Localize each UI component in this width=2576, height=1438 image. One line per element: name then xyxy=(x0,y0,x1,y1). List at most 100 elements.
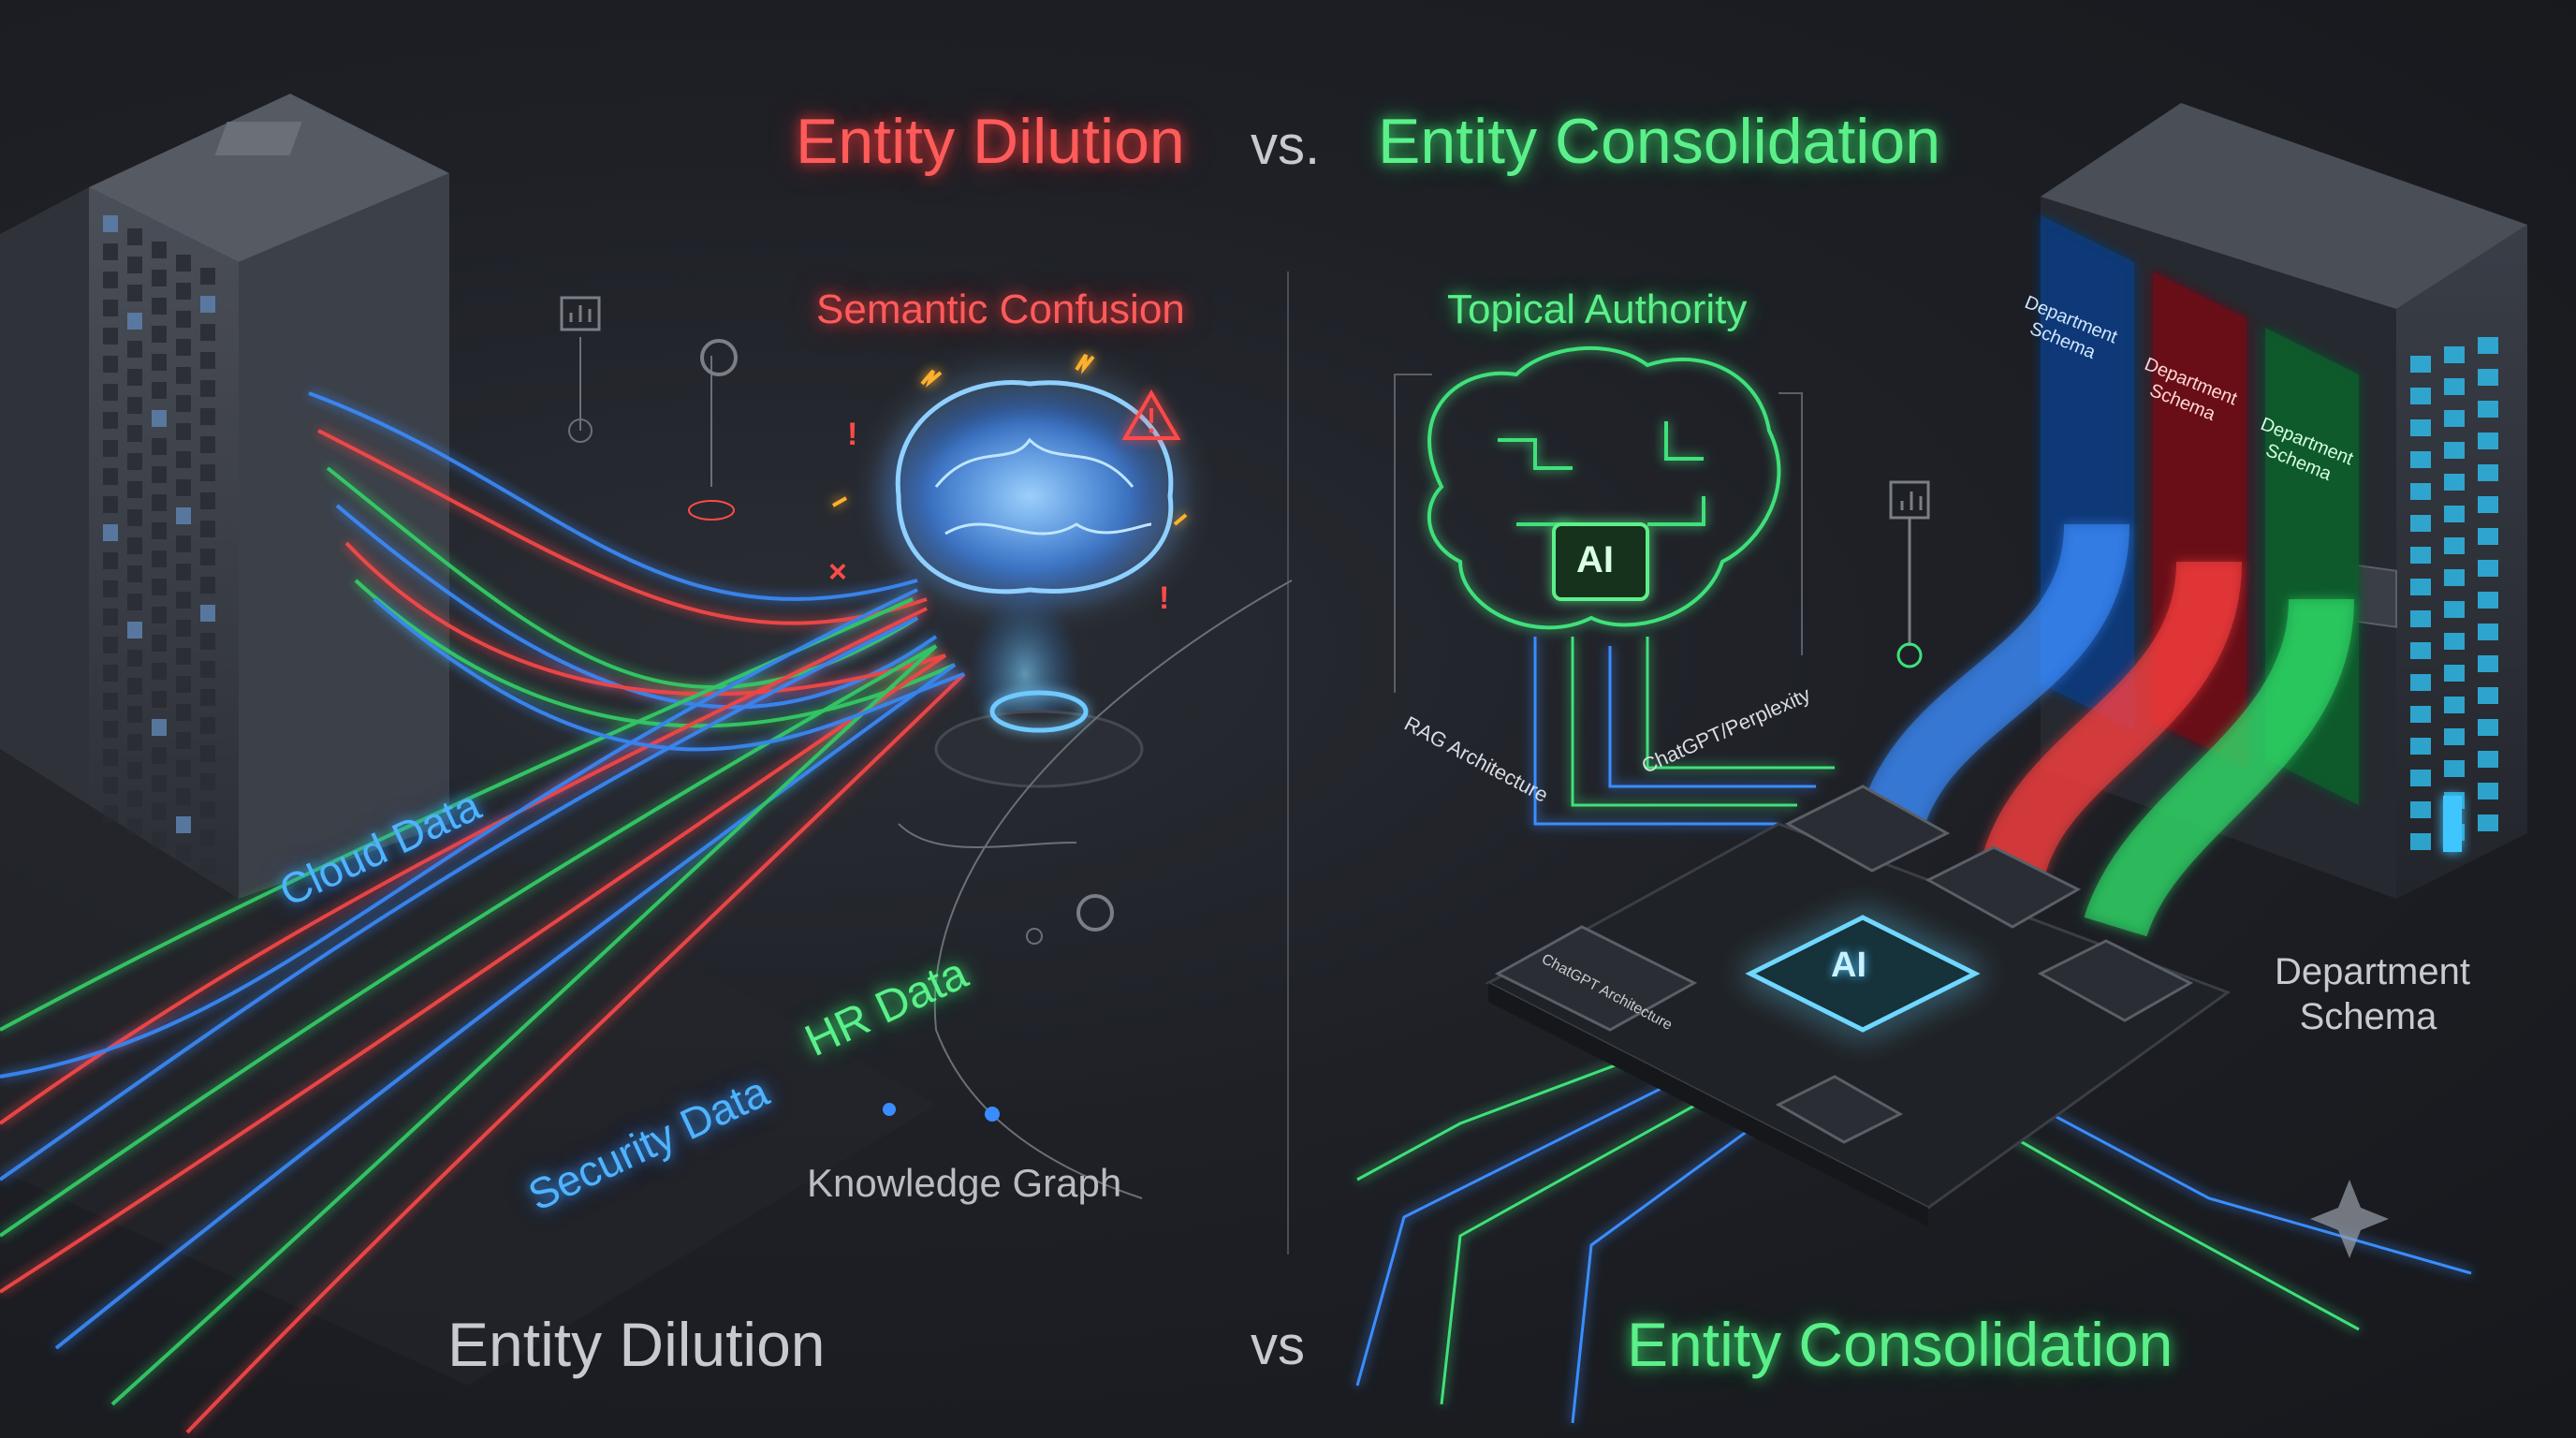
server-window xyxy=(2410,801,2431,818)
server-window xyxy=(2478,655,2498,672)
footer-right-title: Entity Consolidation xyxy=(1627,1310,2174,1379)
building-window xyxy=(103,665,118,682)
server-window xyxy=(2444,760,2465,777)
building-window xyxy=(103,524,118,541)
building-window xyxy=(176,536,191,552)
building-window xyxy=(127,594,142,610)
building-window xyxy=(176,451,191,468)
building-window xyxy=(152,382,167,399)
building-window xyxy=(127,734,142,751)
svg-text:!: ! xyxy=(847,417,857,452)
building-window xyxy=(176,732,191,749)
right-title: Entity Consolidation xyxy=(1378,106,1941,177)
building-window xyxy=(103,693,118,710)
building-window xyxy=(200,464,215,481)
building-window xyxy=(152,270,167,286)
building-window xyxy=(200,577,215,594)
glowing-brain xyxy=(866,374,1193,618)
building-window xyxy=(127,509,142,526)
left-node-network xyxy=(568,337,1293,1199)
building-window xyxy=(103,552,118,569)
server-window xyxy=(2444,506,2465,522)
server-window xyxy=(2478,369,2498,386)
building-window xyxy=(103,777,118,794)
building-window xyxy=(176,704,191,721)
server-window xyxy=(2444,665,2465,682)
building-window xyxy=(103,749,118,766)
building-window xyxy=(152,663,167,680)
building-window xyxy=(127,762,142,779)
building-window xyxy=(103,721,118,738)
server-window xyxy=(2410,419,2431,436)
building-window xyxy=(152,298,167,315)
department-schema-label: Department Schema xyxy=(2275,951,2470,1037)
building-window xyxy=(127,313,142,330)
building-window xyxy=(200,268,215,285)
server-window xyxy=(2444,378,2465,395)
building-window xyxy=(176,592,191,609)
server-window xyxy=(2444,442,2465,459)
building-window xyxy=(152,466,167,483)
confusion-marks: ! ! × xyxy=(828,417,1169,616)
consolidated-cables xyxy=(1859,522,2354,938)
left-building xyxy=(0,94,936,1386)
building-window xyxy=(152,719,167,736)
building-window xyxy=(200,773,215,790)
chart-icon-left xyxy=(560,296,601,331)
building-window xyxy=(200,296,215,313)
building-window xyxy=(103,215,118,232)
server-window xyxy=(2410,579,2431,595)
server-window xyxy=(2478,464,2498,481)
server-window xyxy=(2444,346,2465,363)
chart-icon-right xyxy=(1889,480,1930,668)
svg-text:!: ! xyxy=(1159,580,1169,616)
building-window xyxy=(152,242,167,258)
building-window xyxy=(152,831,167,848)
building-window xyxy=(152,579,167,595)
building-window xyxy=(103,496,118,513)
building-window xyxy=(176,760,191,777)
building-window xyxy=(176,844,191,861)
left-title: Entity Dilution xyxy=(796,106,1185,177)
building-window xyxy=(103,328,118,345)
tangled-wires xyxy=(0,391,966,1434)
building-window xyxy=(200,324,215,341)
center-ai-text: AI xyxy=(1831,946,1866,985)
server-window xyxy=(2410,770,2431,786)
building-window xyxy=(176,395,191,412)
building-window xyxy=(103,580,118,597)
server-window xyxy=(2410,674,2431,691)
building-window xyxy=(103,412,118,429)
brain-ai-chip xyxy=(1552,522,1649,601)
building-window xyxy=(176,423,191,440)
building-window xyxy=(176,564,191,580)
building-window xyxy=(200,492,215,509)
server-window xyxy=(2410,833,2431,850)
projector-base xyxy=(934,690,1144,788)
building-window xyxy=(127,790,142,807)
server-window xyxy=(2410,738,2431,755)
server-window xyxy=(2444,633,2465,650)
server-window xyxy=(2444,569,2465,586)
server-window xyxy=(2410,642,2431,659)
building-window xyxy=(152,494,167,511)
sparkle-icon xyxy=(2310,1180,2389,1258)
building-window xyxy=(103,356,118,373)
server-window xyxy=(2444,410,2465,427)
building-window xyxy=(200,436,215,453)
building-window xyxy=(200,829,215,846)
server-window xyxy=(2410,483,2431,500)
server-window xyxy=(2410,547,2431,564)
building-window xyxy=(127,397,142,414)
building-window xyxy=(200,380,215,397)
building-window xyxy=(127,706,142,723)
building-window xyxy=(127,341,142,358)
building-window xyxy=(176,620,191,637)
server-window xyxy=(2444,601,2465,618)
building-window xyxy=(103,637,118,653)
building-window xyxy=(127,818,142,835)
topical-authority-label: Topical Authority xyxy=(1447,286,1748,332)
server-window xyxy=(2478,592,2498,609)
building-window xyxy=(200,605,215,622)
